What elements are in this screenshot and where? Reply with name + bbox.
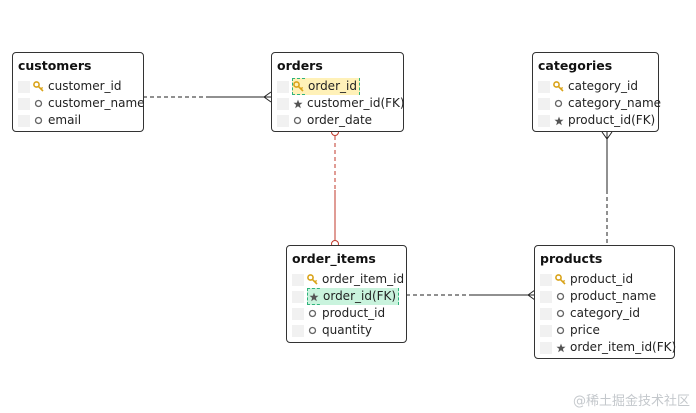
circle-icon (555, 325, 566, 337)
key-icon (33, 81, 44, 93)
row-selector[interactable] (292, 273, 304, 286)
attribute-name: order_id(FK) (321, 288, 399, 305)
attribute-row[interactable]: customer_name (18, 95, 145, 112)
attribute-row[interactable]: product_id (540, 271, 669, 288)
attribute-row[interactable]: order_id(FK) (292, 288, 401, 305)
attribute-name: customer_name (48, 96, 145, 110)
attribute-row[interactable]: email (18, 112, 138, 129)
entity-title: customers (18, 58, 92, 73)
entity-title: order_items (292, 251, 376, 266)
attribute-name: product_id (322, 306, 386, 320)
attribute-name: price (570, 323, 600, 337)
highlight-box: order_id(FK) (307, 288, 400, 305)
circle-icon (555, 308, 566, 320)
circle-icon (307, 308, 318, 320)
attribute-name: product_id(FK) (568, 113, 656, 127)
attribute-row[interactable]: price (540, 322, 669, 339)
row-selector[interactable] (540, 324, 552, 337)
circle-icon (307, 325, 318, 337)
row-selector[interactable] (277, 97, 289, 110)
relation-orders-order-items (331, 128, 339, 248)
circle-icon (553, 98, 564, 110)
attribute-name: order_id (306, 78, 359, 95)
attribute-row[interactable]: category_id (540, 305, 669, 322)
highlight-box: order_id (292, 78, 360, 95)
entity-products[interactable]: products product_id product_name category_i… (534, 245, 676, 359)
attribute-row[interactable]: order_item_id(FK) (540, 339, 676, 356)
star-icon (553, 115, 564, 127)
row-selector[interactable] (538, 80, 550, 93)
star-icon (292, 98, 303, 110)
relation-customers-orders (143, 91, 272, 103)
attribute-name: category_id (570, 306, 640, 320)
circle-icon (292, 115, 303, 127)
row-selector[interactable] (538, 114, 550, 127)
attribute-name: order_item_id(FK) (570, 340, 677, 354)
circle-icon (33, 98, 44, 110)
key-icon (307, 274, 318, 286)
star-icon (308, 290, 319, 303)
row-selector[interactable] (18, 114, 30, 127)
row-selector[interactable] (540, 290, 552, 303)
attribute-row[interactable]: product_id(FK) (538, 112, 655, 129)
attribute-row[interactable]: product_name (540, 288, 669, 305)
attribute-row[interactable]: quantity (292, 322, 401, 339)
row-selector[interactable] (538, 97, 550, 110)
attribute-row[interactable]: order_id (277, 78, 398, 95)
attribute-name: customer_id(FK) (307, 96, 405, 110)
row-selector[interactable] (277, 80, 289, 93)
attribute-row[interactable]: customer_id (18, 78, 138, 95)
circle-icon (555, 291, 566, 303)
attribute-name: product_id (570, 272, 634, 286)
row-selector[interactable] (18, 80, 30, 93)
entity-title: orders (277, 58, 323, 73)
attribute-name: product_name (570, 289, 657, 303)
row-selector[interactable] (292, 324, 304, 337)
attribute-row[interactable]: category_name (538, 95, 661, 112)
key-icon (555, 274, 566, 286)
key-icon (553, 81, 564, 93)
row-selector[interactable] (292, 290, 304, 303)
attribute-name: email (48, 113, 82, 127)
relation-order-items-products (406, 289, 536, 301)
relation-categories-products (601, 131, 613, 246)
row-selector[interactable] (18, 97, 30, 110)
row-selector[interactable] (540, 307, 552, 320)
row-selector[interactable] (292, 307, 304, 320)
circle-icon (33, 115, 44, 127)
attribute-name: category_name (568, 96, 662, 110)
entity-order-items[interactable]: order_items order_item_id order_id(FK)prod… (286, 245, 407, 343)
attribute-row[interactable]: customer_id(FK) (277, 95, 405, 112)
entity-title: categories (538, 58, 613, 73)
entity-title: products (540, 251, 603, 266)
watermark: @稀土掘金技术社区 (572, 394, 690, 409)
row-selector[interactable] (540, 273, 552, 286)
attribute-name: category_id (568, 79, 638, 93)
attribute-row[interactable]: category_id (538, 78, 653, 95)
key-icon (293, 80, 304, 93)
row-selector[interactable] (277, 114, 289, 127)
attribute-row[interactable]: product_id (292, 305, 401, 322)
attribute-row[interactable]: order_date (277, 112, 398, 129)
attribute-name: order_date (307, 113, 373, 127)
attribute-name: order_item_id (322, 272, 405, 286)
attribute-name: customer_id (48, 79, 122, 93)
row-selector[interactable] (540, 341, 552, 354)
star-icon (555, 342, 566, 354)
attribute-row[interactable]: order_item_id (292, 271, 404, 288)
attribute-name: quantity (322, 323, 373, 337)
